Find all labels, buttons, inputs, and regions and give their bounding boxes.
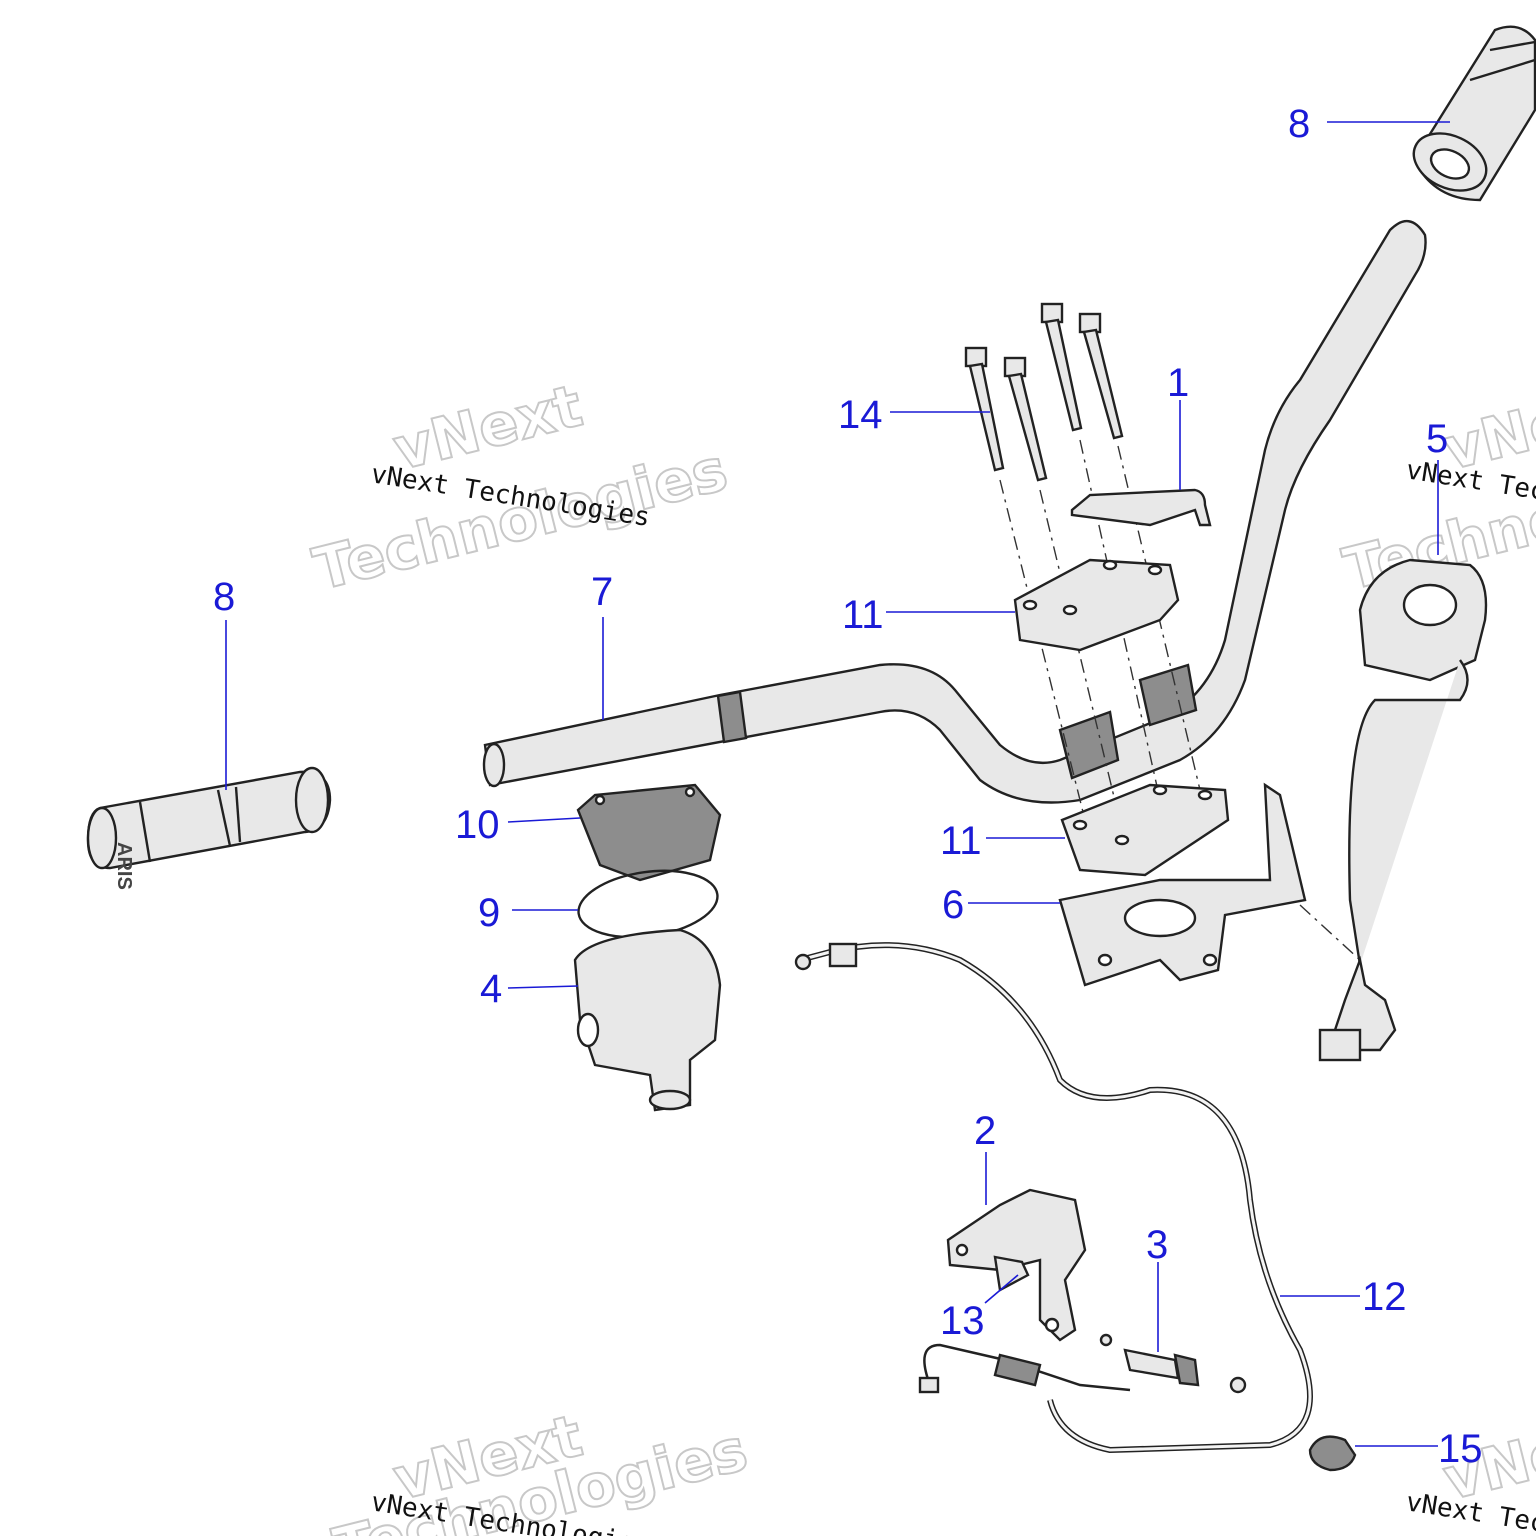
callout-5: 5 bbox=[1426, 417, 1448, 461]
switch-connector bbox=[1318, 955, 1397, 1062]
cable-clip bbox=[1308, 1435, 1357, 1472]
leader-lines bbox=[225, 121, 1450, 1447]
callout-10: 10 bbox=[455, 803, 500, 847]
svg-text:Technologies: Technologies bbox=[307, 435, 734, 603]
mount-bracket bbox=[1070, 488, 1212, 527]
brake-switch bbox=[1099, 1333, 1247, 1394]
switch-bracket bbox=[1058, 782, 1307, 987]
callout-6: 6 bbox=[942, 883, 964, 927]
watermark-top-left: vNext Technologies vNext Technologies bbox=[306, 370, 735, 604]
callout-14: 14 bbox=[838, 393, 883, 437]
callout-8-left: 8 bbox=[213, 575, 235, 619]
callout-12: 12 bbox=[1362, 1275, 1407, 1319]
grip-left: ARIS bbox=[86, 766, 332, 890]
grip-right bbox=[1412, 25, 1536, 202]
bolts bbox=[964, 302, 1124, 482]
callout-2: 2 bbox=[974, 1109, 996, 1153]
grip-logo-text: ARIS bbox=[113, 842, 135, 890]
reservoir-cover bbox=[576, 783, 722, 882]
callout-1: 1 bbox=[1167, 361, 1189, 405]
pivot-pin bbox=[993, 1255, 1030, 1292]
handlebar bbox=[482, 220, 1427, 804]
watermark-bottom-left: vNext Technologies vNext Technologies bbox=[326, 1400, 755, 1536]
clamp-lower bbox=[1060, 783, 1230, 877]
callout-11-upper: 11 bbox=[842, 593, 884, 637]
callout-13: 13 bbox=[940, 1299, 985, 1343]
callout-15: 15 bbox=[1438, 1427, 1483, 1471]
callout-8-right: 8 bbox=[1288, 102, 1310, 146]
callout-3: 3 bbox=[1146, 1223, 1168, 1267]
callout-11-lower: 11 bbox=[940, 819, 982, 863]
callout-7: 7 bbox=[591, 570, 613, 614]
callouts: 8 8 7 14 1 5 11 10 11 9 6 4 2 3 13 12 15 bbox=[213, 102, 1483, 1471]
callout-4: 4 bbox=[480, 967, 502, 1011]
switch-housing bbox=[1348, 558, 1488, 966]
clamp-upper bbox=[1013, 558, 1180, 652]
callout-9: 9 bbox=[478, 891, 500, 935]
throttle-cable bbox=[918, 1343, 1131, 1394]
master-cylinder bbox=[573, 928, 722, 1112]
cable bbox=[794, 942, 1313, 1454]
